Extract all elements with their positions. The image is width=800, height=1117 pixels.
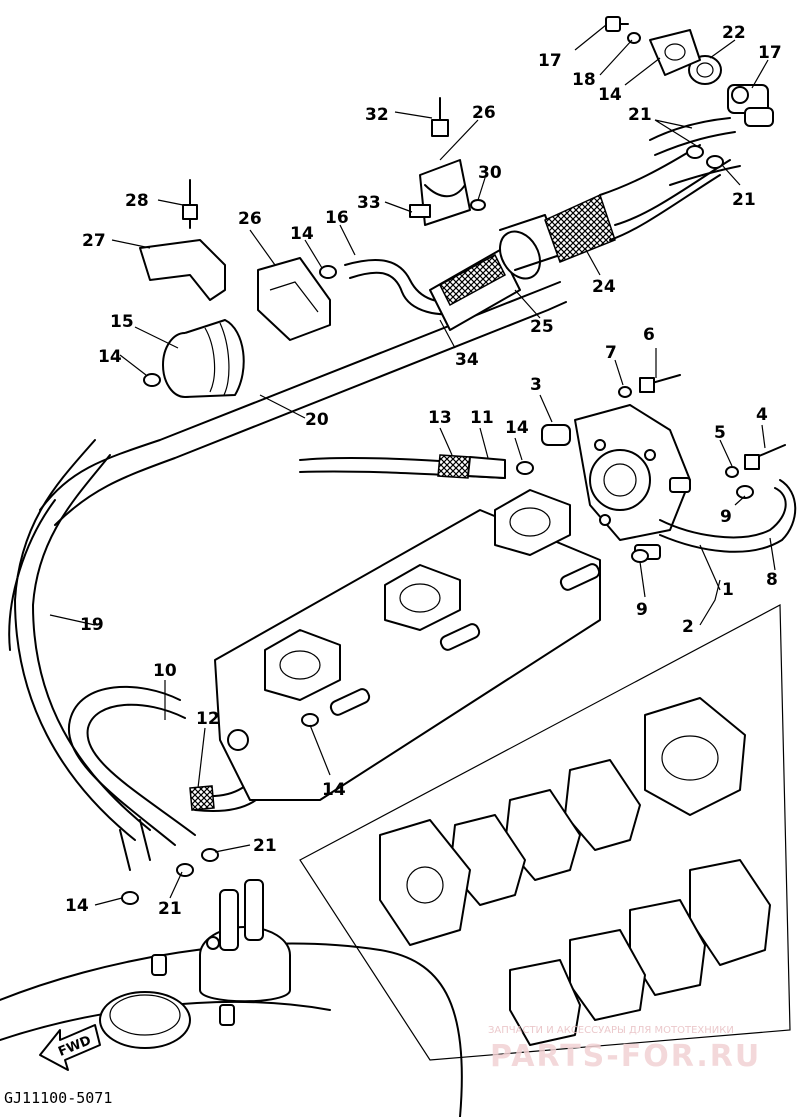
fuel-hose-10 (67, 685, 196, 871)
callout-18: 14 (598, 85, 622, 105)
washer-24 (627, 32, 641, 44)
callout-labels: 17 18 14 22 17 21 21 32 26 30 33 28 27 2… (65, 23, 782, 919)
callout-3: 3 (530, 375, 542, 395)
callout-32: 32 (365, 105, 389, 125)
filter-15 (162, 319, 245, 398)
callout-24: 18 (572, 70, 596, 90)
callout-9-right: 9 (720, 507, 732, 527)
fuel-hose-25 (544, 144, 731, 263)
callout-33: 33 (357, 193, 381, 213)
hoses-21-area (649, 117, 741, 186)
spacer-3 (541, 424, 571, 446)
bracket-28 (139, 179, 226, 301)
fuel-tank (0, 879, 463, 1117)
flange-18 (649, 29, 701, 76)
clamps (121, 145, 754, 905)
watermark-brand: PARTS-FOR.RU (490, 1039, 761, 1074)
repair-kit-2 (299, 604, 791, 1061)
callout-21-top: 21 (628, 105, 652, 125)
fuel-hose-12 (299, 454, 506, 479)
callout-21-right: 21 (732, 190, 756, 210)
bolt-23 (605, 16, 629, 32)
callout-28: 27 (82, 231, 106, 251)
callout-22: 22 (722, 23, 746, 43)
callout-30: 26 (472, 103, 496, 123)
fuel-hose-20 (39, 281, 567, 526)
callout-4: 4 (756, 405, 768, 425)
callout-14-c: 14 (505, 418, 529, 438)
kit-pump-diaphragm (644, 697, 746, 816)
callout-20: 20 (305, 410, 329, 430)
bracket-30 (409, 159, 471, 226)
fwd-arrow-icon: FWD (39, 1024, 101, 1071)
callout-13: 13 (428, 408, 452, 428)
cover-27 (257, 257, 331, 341)
callout-8: 8 (766, 570, 778, 590)
bolt-6 (639, 374, 681, 393)
callout-9-left: 9 (636, 600, 648, 620)
callout-23: 17 (538, 51, 562, 71)
callout-21-b: 21 (158, 899, 182, 919)
callout-14-b: 14 (98, 347, 122, 367)
callout-7: 7 (605, 343, 617, 363)
bolt-4 (744, 444, 786, 470)
fitting-17 (727, 84, 774, 127)
callout-31: 30 (478, 163, 502, 183)
callout-16: 16 (325, 208, 349, 228)
callout-14-a: 14 (290, 224, 314, 244)
callout-25: 24 (592, 277, 616, 297)
kit-gaskets (379, 759, 641, 946)
callout-17: 17 (758, 43, 782, 63)
callout-11: 12 (196, 709, 220, 729)
washer-5 (725, 466, 739, 478)
callout-26: 25 (530, 317, 554, 337)
callout-12: 11 (470, 408, 494, 428)
fuel-filter-34 (429, 214, 561, 331)
kit-gaskets-lower (509, 859, 771, 1046)
callout-1: 1 (722, 580, 734, 600)
callout-2: 2 (682, 617, 694, 637)
washer-7 (618, 386, 632, 398)
bolt-32 (431, 97, 449, 137)
callout-5: 5 (714, 423, 726, 443)
callout-14-d: 14 (322, 780, 346, 800)
callout-21-a: 21 (253, 836, 277, 856)
fuel-hose-19 (8, 439, 151, 841)
nut-22 (688, 55, 722, 85)
callout-19: 19 (80, 615, 104, 635)
fuel-hose-8 (659, 479, 797, 553)
callout-10: 10 (153, 661, 177, 681)
callout-27: 26 (238, 209, 262, 229)
leader-lines (49, 24, 776, 906)
watermark: ЗАПЧАСТИ И АКСЕССУАРЫ ДЛЯ МОТОТЕХНИКИ PA… (488, 1025, 761, 1074)
diagram-code: GJ11100-5071 (4, 1089, 112, 1107)
fuel-pump-1 (574, 404, 691, 560)
watermark-caption: ЗАПЧАСТИ И АКСЕССУАРЫ ДЛЯ МОТОТЕХНИКИ (488, 1025, 734, 1036)
intake-manifold (214, 489, 601, 801)
callout-34: 34 (455, 350, 479, 370)
callout-14-e: 14 (65, 896, 89, 916)
callout-29: 28 (125, 191, 149, 211)
callout-6: 6 (643, 325, 655, 345)
callout-15: 15 (110, 312, 134, 332)
